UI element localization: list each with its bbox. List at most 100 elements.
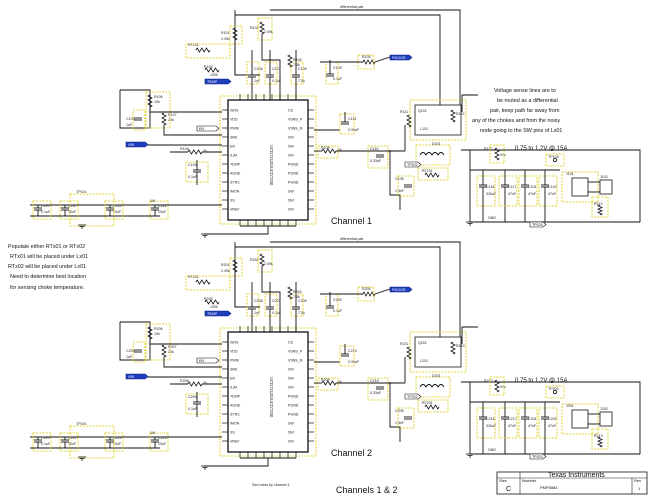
- resistor-ref: R107: [168, 113, 177, 117]
- inductor-ref: L201: [420, 359, 428, 363]
- resistor-ref: R208: [180, 379, 189, 383]
- diode-ref: D101: [432, 142, 441, 146]
- selection-box: [591, 428, 609, 450]
- resistor-value: 7.5k: [293, 295, 300, 299]
- chip-pin-label: SS: [230, 198, 235, 202]
- r-left-3-resistor: [187, 381, 203, 387]
- testpoint-2-tag: [404, 393, 422, 400]
- wire: [149, 339, 222, 345]
- chip-pin-label: VSNS_P: [288, 349, 303, 353]
- selection-box: [257, 249, 273, 273]
- r-left-3-resistor: [187, 149, 203, 155]
- r-out-2-resistor: [596, 204, 604, 216]
- capacitor-value: 10uF: [158, 210, 167, 214]
- selection-box: [415, 144, 451, 166]
- voltage-sense-note-line-5: node going to the SW pins of Lx01: [480, 128, 562, 134]
- title-block-number-label: Number: [522, 478, 537, 483]
- testpoint-3-tag-text: TP103: [532, 223, 543, 227]
- capacitor-value: 10uF: [68, 210, 77, 214]
- chip-pin-label: PWM: [230, 126, 239, 130]
- output-spec: 0.75 to 1.2V @ 15A: [515, 378, 567, 384]
- selection-box: [325, 61, 339, 85]
- rt-right-resistor: [424, 172, 440, 178]
- thermistor-ref: RT201: [188, 275, 199, 279]
- capacitor-ref: C208: [298, 299, 307, 303]
- channel-2-circuit: differential pairR2012.49kR2022.49kRT201…: [30, 237, 641, 470]
- testpoint-ref: TP201: [76, 422, 87, 426]
- capacitor-ref: C112: [113, 204, 121, 208]
- resistor-value: 10k: [154, 332, 160, 336]
- selection-box: [518, 175, 538, 207]
- chip-pin-label: SW: [288, 135, 294, 139]
- resistor-ref: R111: [400, 110, 408, 114]
- selection-box: [32, 432, 52, 452]
- mosfet-ref: Q101: [418, 109, 427, 113]
- resistor-value: 100k: [210, 73, 218, 77]
- resistor-ref: R113: [594, 202, 602, 206]
- selection-box: [149, 432, 169, 452]
- wire: [149, 107, 222, 113]
- resistor-value: 20k: [168, 350, 174, 354]
- wire: [204, 226, 269, 235]
- vin-tag-text: VIN: [128, 375, 134, 379]
- capacitor-ref: C210: [41, 436, 50, 440]
- connector-ref: J202: [600, 407, 608, 411]
- wire: [461, 94, 478, 112]
- connector-ref: J101: [566, 172, 574, 176]
- populate-note-line-5: for sensing choke temperature.: [10, 285, 84, 291]
- title-block-size-label: Size: [499, 478, 508, 483]
- inductor-ref: L101: [420, 127, 428, 131]
- capacitor-value: 47uF: [548, 424, 557, 428]
- selection-box: [246, 61, 260, 85]
- r-left-1-resistor: [147, 94, 153, 108]
- capacitor-value: 0.1uF: [41, 442, 51, 446]
- capacitor-ref: C216: [486, 417, 495, 421]
- capacitor-ref: C217: [508, 417, 517, 421]
- capacitor-ref: C114: [348, 117, 356, 121]
- wire: [261, 34, 281, 100]
- testpoint-ref: TP101: [76, 190, 87, 194]
- resistor-ref: R104: [293, 58, 302, 62]
- rt-upper-resistor: [195, 47, 211, 53]
- selection-box: [290, 293, 304, 317]
- resistor-ref: R203: [204, 297, 213, 301]
- capacitor-ref: C105: [395, 177, 404, 181]
- populate-note-line-2: RTx01 will be placed under Lx01: [10, 254, 88, 260]
- chip-pin-label: SW: [288, 153, 294, 157]
- resistor-value: 20k: [168, 118, 174, 122]
- resistor-ref: R211: [400, 342, 408, 346]
- chip-pin-label: VSNS_N: [288, 358, 303, 362]
- testpoint-3-tag: [529, 221, 547, 228]
- temp-sense-tag: [204, 78, 232, 85]
- resistor-ref: R109: [321, 146, 330, 150]
- selection-box: [417, 399, 449, 413]
- controller-ic-part-number: UCD74120/UCD7230: [269, 377, 274, 418]
- resistor-value: 2.49k: [221, 269, 230, 273]
- chip-pin-label: ILIM: [230, 153, 237, 157]
- capacitor-ref: C206: [254, 299, 263, 303]
- chip-pin-label: SYNC: [230, 180, 240, 184]
- differential-pair-label: differential pair: [340, 5, 364, 9]
- mosfet-ref: Q201: [418, 341, 427, 345]
- selection-box: [264, 61, 278, 85]
- resistor-ref: R209: [321, 378, 330, 382]
- enable-tag: [196, 125, 220, 132]
- channel-1-label: Channel 1: [331, 216, 372, 226]
- chip-pin-label: SW: [288, 421, 294, 425]
- chip-pin-label: SW: [288, 376, 294, 380]
- chip-pin-label: VREF: [230, 207, 240, 211]
- capacitor-ref: C101: [528, 185, 537, 189]
- capacitor-value: 1.5nF: [395, 421, 405, 425]
- capacitor-value: 47uF: [548, 192, 557, 196]
- voltage-sense-note-line-3: pair, keep path far away from: [490, 108, 560, 114]
- chip-pin-label: SRE: [230, 367, 238, 371]
- capacitor-ref: C103: [126, 117, 135, 121]
- capacitor-value: 0.1uF: [272, 311, 282, 315]
- rt-lower-resistor: [204, 67, 220, 73]
- r-left-2-resistor: [161, 344, 167, 358]
- capacitor-value: 1uF: [254, 311, 261, 315]
- resistor-ref: R105: [362, 55, 371, 59]
- capacitor-ref: C201: [528, 417, 537, 421]
- title-block-rev-label: Rev: [634, 478, 641, 483]
- testpoint-3-tag: [529, 453, 547, 460]
